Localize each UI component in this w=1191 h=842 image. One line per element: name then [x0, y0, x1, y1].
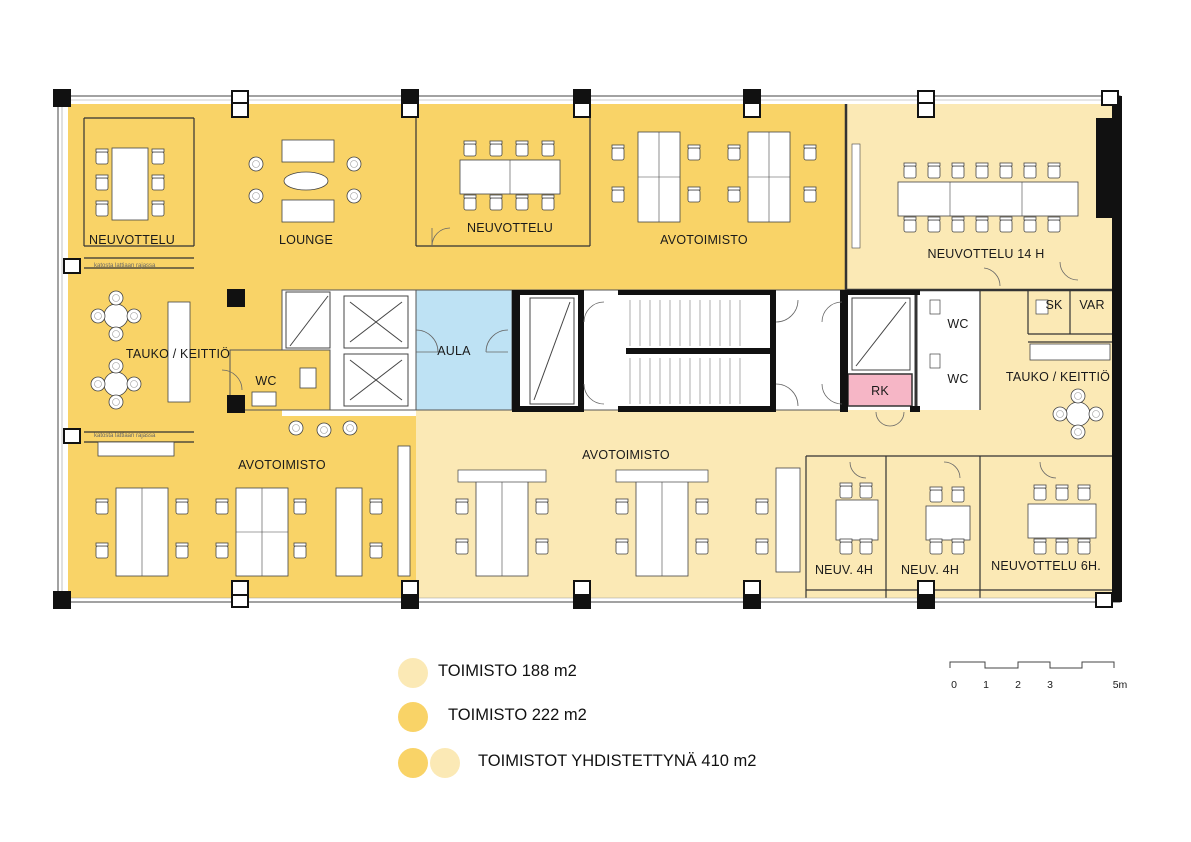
furniture-avotoimisto-s: [455, 467, 801, 577]
room-label-avotoimisto-sw: AVOTOIMISTO: [238, 458, 326, 472]
legend-swatch-188: [398, 658, 428, 688]
scale-bar: 0 1 2 3 5m: [949, 661, 1128, 691]
room-label-aula: AULA: [437, 344, 471, 358]
furniture-tauko-keittio-w: [90, 290, 317, 410]
staircase: [629, 300, 741, 404]
scale-label-5m: 5m: [1113, 679, 1128, 691]
legend-label-222: TOIMISTO 222 m2: [448, 706, 587, 724]
room-label-lounge: LOUNGE: [279, 233, 333, 247]
scale-label-1: 1: [983, 679, 989, 691]
window-note-2: katosta lattiaan rajassa: [94, 433, 156, 439]
room-label-sk: SK: [1045, 298, 1063, 312]
furniture-lounge: [248, 139, 362, 223]
window-note-1: katosta lattiaan rajassa: [94, 263, 156, 269]
interior-walls: [83, 104, 1112, 598]
room-label-tauko-keittio-w: TAUKO / KEITTIÖ: [126, 347, 230, 361]
legend-swatch-222: [398, 702, 428, 732]
aula-room: [415, 289, 513, 411]
room-label-neuvottelu-n: NEUVOTTELU: [467, 221, 553, 235]
furniture-neuvottelu-n: [459, 140, 561, 211]
furniture-neuv-4h-1: [835, 482, 879, 555]
core-structural-walls: [512, 96, 1122, 602]
room-label-neuvottelu-14h: NEUVOTTELU 14 H: [928, 247, 1045, 261]
furniture-tauko-keittio-e: [1029, 343, 1111, 440]
rk-room: [847, 373, 913, 407]
furniture-neuvottelu-6h: [1027, 484, 1097, 555]
room-label-avotoimisto-n: AVOTOIMISTO: [660, 233, 748, 247]
office-188-zone: [416, 104, 1112, 598]
room-label-avotoimisto-s: AVOTOIMISTO: [582, 448, 670, 462]
wc-fixtures: [929, 299, 1049, 369]
legend-label-188: TOIMISTO 188 m2: [438, 662, 577, 680]
legend-swatch-combined-a: [398, 748, 428, 778]
furniture-neuvottelu-14h: [851, 143, 1079, 249]
room-label-var: VAR: [1079, 298, 1104, 312]
furniture-neuvottelu-nw: [95, 147, 165, 221]
room-label-neuvottelu-6h: NEUVOTTELU 6H.: [991, 559, 1101, 573]
room-label-wc-e2: WC: [947, 372, 968, 386]
furniture-neuv-4h-2: [925, 486, 971, 555]
door-swings: [221, 227, 1079, 479]
furniture-avotoimisto-n: [611, 131, 817, 223]
room-label-wc-w: WC: [255, 374, 276, 388]
room-label-neuvottelu-nw: NEUVOTTELU: [89, 233, 175, 247]
legend-label-combined: TOIMISTOT YHDISTETTYNÄ 410 m2: [478, 752, 757, 770]
furniture-avotoimisto-sw: [95, 420, 411, 577]
room-label-tauko-keittio-e: TAUKO / KEITTIÖ: [1006, 370, 1110, 384]
room-label-rk: RK: [871, 384, 889, 398]
elevators: [285, 291, 911, 407]
scale-label-3: 3: [1047, 679, 1053, 691]
room-label-wc-e1: WC: [947, 317, 968, 331]
room-label-neuv-4h-1: NEUV. 4H: [815, 563, 873, 577]
scale-label-2: 2: [1015, 679, 1021, 691]
legend-swatch-combined-b: [430, 748, 460, 778]
room-label-neuv-4h-2: NEUV. 4H: [901, 563, 959, 577]
scale-label-0: 0: [951, 679, 957, 691]
